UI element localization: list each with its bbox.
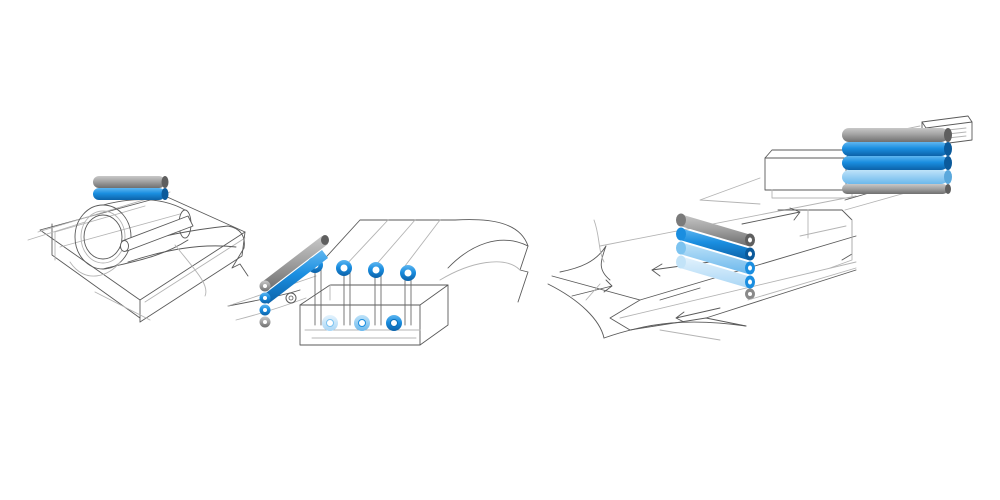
unwind-roller-blue <box>93 188 165 200</box>
coating-strands <box>314 269 412 326</box>
upper-roller-grey-2 <box>842 184 948 194</box>
upper-roller-blue-light <box>842 170 948 184</box>
calender-stage <box>547 115 973 341</box>
upper-roller-grey <box>842 128 948 142</box>
unwind-guide-roller <box>120 215 194 252</box>
coating-bath-icon <box>299 284 449 346</box>
coating-web-sheet <box>227 219 529 307</box>
calender-sketch-strokes <box>593 219 857 341</box>
calender-web-sheet <box>547 195 857 339</box>
unwind-roller-grey <box>93 176 165 188</box>
roller-stack-icon <box>842 128 952 194</box>
upper-roller-blue-1 <box>842 142 948 156</box>
coating-stage <box>227 219 529 346</box>
unwind-base-frame <box>27 191 246 323</box>
lower-roller-stack <box>676 213 755 300</box>
unwind-top-rollers <box>93 176 169 200</box>
unwind-stage <box>27 176 249 323</box>
coating-inlet-rollers <box>259 235 329 328</box>
coating-bath-rollers <box>322 315 402 331</box>
upper-roller-blue-2 <box>842 156 948 170</box>
